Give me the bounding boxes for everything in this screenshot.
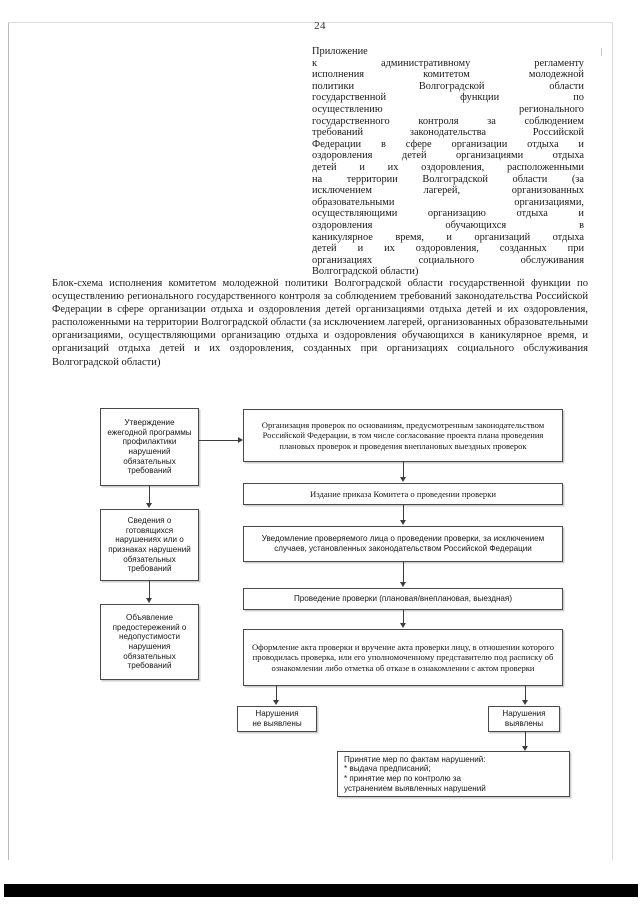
flow-node-label: Оформление акта проверки и вручение акта… — [251, 642, 555, 673]
connector-line — [149, 581, 150, 598]
appendix-block: Приложение к административному регламент… — [312, 46, 584, 278]
connector-arrow — [238, 437, 243, 443]
connector-line — [199, 440, 238, 441]
appendix-line: оздоровления обучающихся в — [312, 219, 584, 231]
connector-line — [525, 732, 526, 746]
flow-node-label: Издание приказа Комитета о проведении пр… — [310, 488, 496, 499]
appendix-line: исключением лагерей, организованных — [312, 185, 584, 197]
connector-arrow — [522, 746, 528, 751]
appendix-heading: Приложение — [312, 46, 368, 57]
intro-paragraph: Блок-схема исполнения комитетом молодежн… — [52, 278, 588, 368]
flow-node-label: Сведения о готовящихся нарушениях или о … — [108, 515, 191, 574]
flow-node-announce-warnings: Объявление предостережений о недопустимо… — [100, 604, 199, 680]
appendix-line: государственного контроля за соблюдением — [312, 115, 584, 127]
scan-edge-left — [8, 22, 9, 860]
connector-arrow — [146, 598, 152, 603]
scan-edge-top — [8, 22, 612, 23]
flow-node-label: Уведомление проверяемого лица о проведен… — [261, 534, 545, 553]
appendix-line: на территории Волгоградской области (за — [312, 173, 584, 185]
appendix-line: оздоровления детей организациями отдыха — [312, 150, 584, 162]
measures-item: устранением выявленных нарушений — [344, 783, 486, 793]
connector-line — [403, 505, 404, 520]
connector-line — [276, 686, 277, 700]
flow-node-issue-order: Издание приказа Комитета о проведении пр… — [243, 483, 563, 505]
flow-node-measures: Принятие мер по фактам нарушений: * выда… — [337, 751, 570, 797]
connector-line — [525, 686, 526, 700]
measures-item: * выдача предписаний; — [344, 764, 431, 774]
appendix-line: детей и их оздоровления, расположенными — [312, 161, 584, 173]
connector-line — [403, 462, 404, 477]
appendix-line: осуществлению регионального — [312, 103, 584, 115]
connector-line — [403, 562, 404, 582]
measures-title: Принятие мер по фактам нарушений: — [344, 754, 486, 764]
scan-artifact-bar — [4, 884, 638, 897]
appendix-line: политики Волгоградской области — [312, 80, 584, 92]
flow-node-measures-content: Принятие мер по фактам нарушений: * выда… — [344, 755, 563, 794]
connector-arrow — [400, 623, 406, 628]
connector-arrow — [273, 700, 279, 705]
scan-tick-mark — [601, 48, 602, 56]
appendix-line: каникулярное время, и организаций отдыха — [312, 231, 584, 243]
measures-items: * выдача предписаний;* принятие мер по к… — [344, 764, 486, 792]
connector-arrow — [400, 520, 406, 525]
flow-node-draft-act: Оформление акта проверки и вручение акта… — [243, 629, 563, 686]
connector-arrow — [400, 582, 406, 587]
appendix-line: государственной функции по — [312, 92, 584, 104]
appendix-line: Федерации в сфере организации отдыха и — [312, 138, 584, 150]
connector-arrow — [146, 503, 152, 508]
appendix-line: к административному регламенту — [312, 57, 584, 69]
connector-line — [149, 486, 150, 503]
flow-node-label: Объявление предостережений о недопустимо… — [112, 612, 187, 671]
flow-node-conduct-inspection: Проведение проверки (плановая/внепланова… — [243, 588, 563, 610]
connector-arrow — [522, 700, 528, 705]
connector-arrow — [400, 477, 406, 482]
appendix-line: образовательными организациями, — [312, 196, 584, 208]
flow-node-label: Утверждение ежегодной программы профилак… — [107, 417, 192, 476]
flow-node-approve-program: Утверждение ежегодной программы профилак… — [100, 408, 199, 486]
appendix-line: организациях социального обслуживания — [312, 254, 584, 266]
appendix-line: требований законодательства Российской — [312, 127, 584, 139]
flow-node-label: Проведение проверки (плановая/внепланова… — [293, 594, 513, 604]
appendix-line: детей и их оздоровления, созданных при — [312, 243, 584, 255]
flow-node-info-violations: Сведения о готовящихся нарушениях или о … — [100, 509, 199, 581]
appendix-line: осуществляющими организацию отдыха и — [312, 208, 584, 220]
flow-node-notify-person: Уведомление проверяемого лица о проведен… — [243, 526, 563, 562]
appendix-last-line: Волгоградской области) — [312, 266, 419, 278]
page-number: 24 — [314, 20, 326, 32]
measures-item: * принятие мер по контролю за — [344, 774, 461, 783]
connector-line — [403, 610, 404, 623]
flow-node-label: Организация проверок по основаниям, пред… — [261, 420, 545, 451]
scan-edge-right — [612, 22, 613, 860]
flow-node-organize-inspections: Организация проверок по основаниям, пред… — [243, 409, 563, 462]
appendix-line: исполнения комитетом молодежной — [312, 69, 584, 81]
